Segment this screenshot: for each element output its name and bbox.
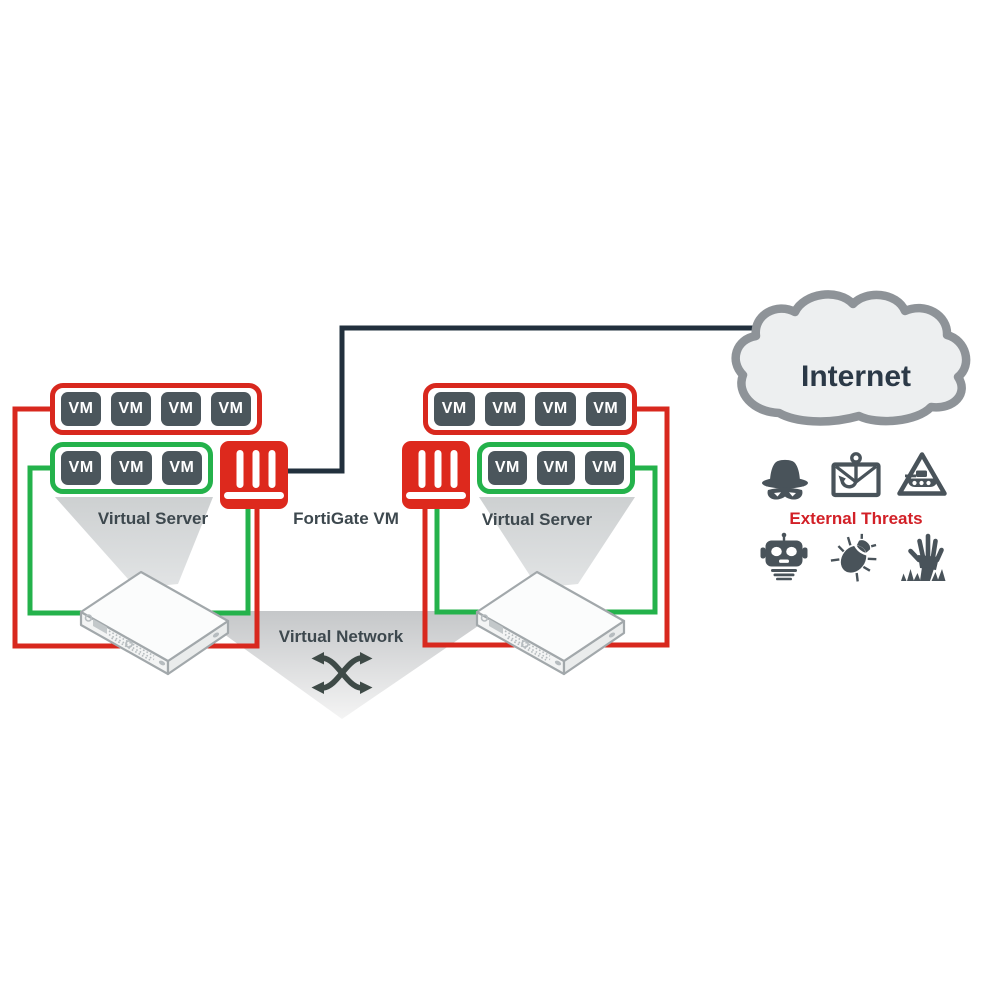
vm-box: VM xyxy=(488,451,527,485)
internet-link xyxy=(288,325,772,474)
vm-box: VM xyxy=(61,451,102,485)
virtual-network-label: Virtual Network xyxy=(278,627,404,646)
left-green-vm-group: VM VM VM xyxy=(50,442,213,494)
right-virtual-server-label: Virtual Server xyxy=(481,510,593,529)
server-appliance xyxy=(79,570,230,676)
vm-box: VM xyxy=(161,392,201,426)
left-red-vm-group: VM VM VM VM xyxy=(50,383,262,435)
vm-box: VM xyxy=(585,392,626,426)
vm-box: VM xyxy=(61,392,101,426)
vm-box: VM xyxy=(536,451,576,485)
vm-box: VM xyxy=(585,451,625,485)
left-beam xyxy=(55,497,213,588)
fortigate-icon xyxy=(402,441,470,509)
right-green-link xyxy=(434,465,658,615)
fortigate-vm-label: FortiGate VM xyxy=(293,509,399,528)
vm-box: VM xyxy=(434,392,475,426)
left-red-link xyxy=(12,406,260,649)
malware-warning-icon xyxy=(897,452,947,496)
bot-icon xyxy=(760,532,808,581)
right-green-vm-group: VM VM VM xyxy=(477,442,635,494)
server-appliance xyxy=(475,570,626,676)
spy-icon xyxy=(762,459,808,500)
right-red-link xyxy=(422,406,670,648)
vm-box: VM xyxy=(535,392,576,426)
vm-box: VM xyxy=(161,451,202,485)
fortigate-icon xyxy=(220,441,288,509)
vm-box: VM xyxy=(211,392,251,426)
phishing-icon xyxy=(831,452,881,498)
virtual-switch-icon xyxy=(311,652,373,694)
right-red-vm-group: VM VM VM VM xyxy=(423,383,637,435)
external-threats-label: External Threats xyxy=(789,509,923,528)
right-beam xyxy=(479,497,635,588)
vm-box: VM xyxy=(111,392,151,426)
zombie-hand-icon xyxy=(901,533,946,581)
vm-box: VM xyxy=(111,451,152,485)
internet-label: Internet xyxy=(800,360,911,393)
bug-icon xyxy=(830,533,877,582)
left-green-link xyxy=(27,465,251,616)
internet-cloud xyxy=(731,290,971,426)
vm-box: VM xyxy=(484,392,525,426)
left-virtual-server-label: Virtual Server xyxy=(97,509,209,528)
